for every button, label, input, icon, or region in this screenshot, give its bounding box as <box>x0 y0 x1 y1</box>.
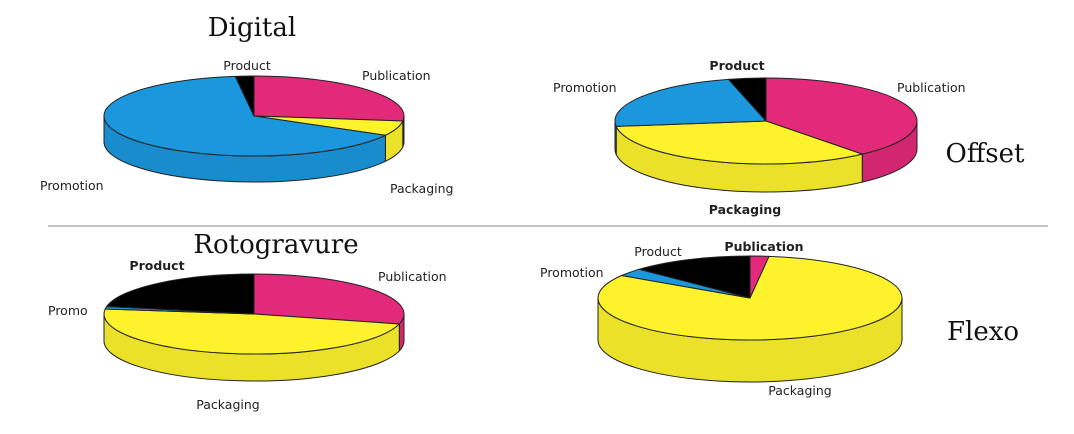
pie-body <box>597 255 903 383</box>
pie-body <box>103 273 405 382</box>
pie-slice-packaging <box>615 120 863 165</box>
slice-label-publication: Publication <box>362 68 431 83</box>
slice-label-product: Product <box>129 258 184 273</box>
pie-slice-promotion <box>103 75 386 157</box>
pie-slice-product <box>727 77 767 122</box>
chart-title-flexo: Flexo <box>947 317 1019 347</box>
pie-slice-promotion <box>614 78 767 127</box>
pie-slice-publication <box>765 77 918 155</box>
pie-body <box>103 75 405 183</box>
pie-slice-publication <box>253 273 405 325</box>
pie-chart-rotogravure: Rotogravure Product Publication Packagin… <box>48 230 447 412</box>
pie-slice-product <box>234 75 255 117</box>
pie-chart-flexo: Flexo Product Publication Packaging Prom… <box>540 239 1019 398</box>
slice-label-publication: Publication <box>378 269 447 284</box>
slice-label-packaging: Packaging <box>390 181 453 196</box>
slice-label-product: Product <box>634 244 682 259</box>
pie-body <box>614 77 918 193</box>
pie-slice-product <box>106 273 255 315</box>
chart-title-offset: Offset <box>946 139 1026 169</box>
slice-label-promotion: Promotion <box>540 265 604 280</box>
slice-label-packaging: Packaging <box>709 202 782 217</box>
slice-label-packaging: Packaging <box>196 397 259 412</box>
slice-label-publication: Publication <box>724 239 803 254</box>
pie-slice-publication <box>253 75 405 122</box>
slice-label-product: Product <box>709 58 764 73</box>
pie-chart-offset: Offset Product Publication Packaging Pro… <box>553 58 1025 217</box>
slice-label-promo: Promo <box>48 303 88 318</box>
pie-slice-packaging <box>103 308 400 355</box>
pie-chart-digital: Digital Product Publication Packaging Pr… <box>40 13 453 196</box>
pie-slice-product <box>638 255 751 299</box>
slice-label-packaging: Packaging <box>768 383 831 398</box>
slice-label-product: Product <box>223 58 271 73</box>
slice-label-promotion: Promotion <box>553 80 617 95</box>
chart-title-rotogravure: Rotogravure <box>193 230 358 260</box>
chart-title-digital: Digital <box>208 13 296 43</box>
slice-label-promotion: Promotion <box>40 178 104 193</box>
slice-label-publication: Publication <box>897 80 966 95</box>
